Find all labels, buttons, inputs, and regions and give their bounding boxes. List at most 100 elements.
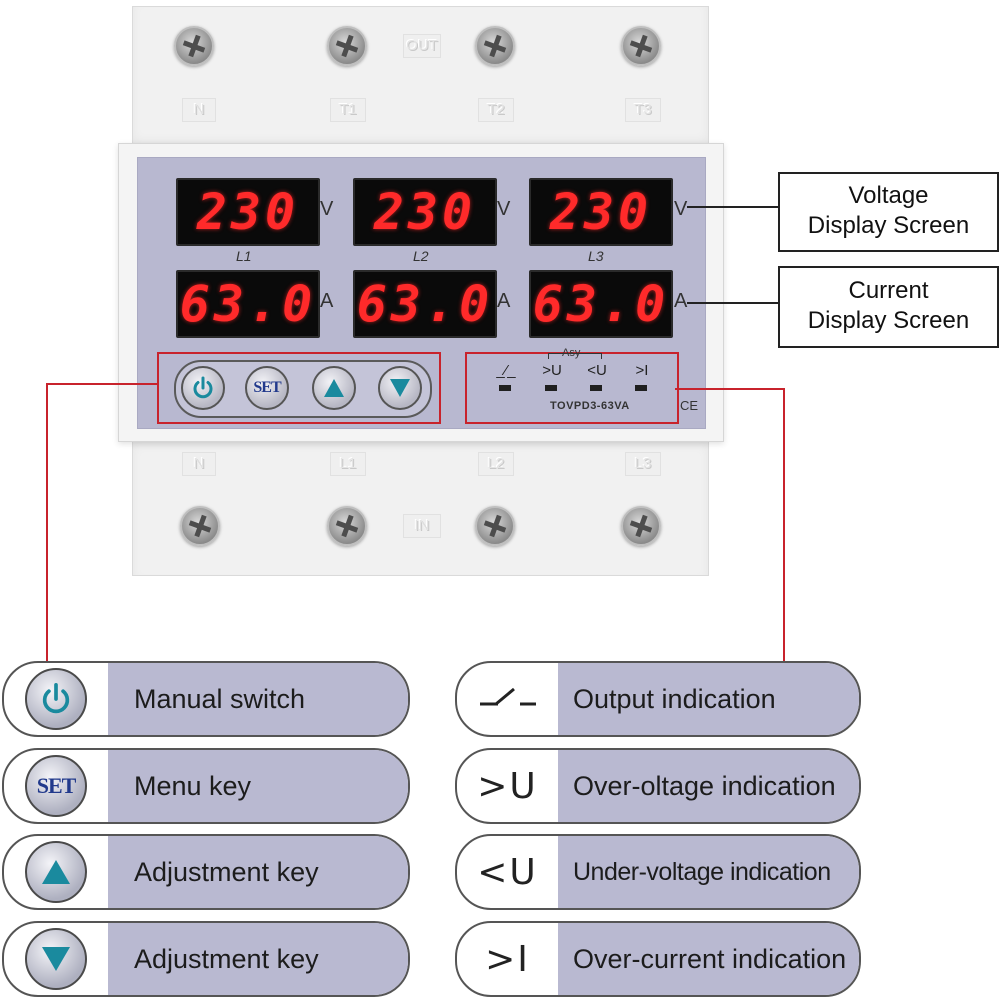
current-callout-line — [687, 302, 779, 304]
screw-icon — [327, 26, 367, 66]
terminal-label: N — [182, 98, 216, 122]
callout-text: Voltage — [848, 182, 929, 209]
current-display-l3: 63.0 — [529, 270, 673, 338]
output-switch-icon — [479, 687, 536, 706]
asy-bracket — [548, 353, 602, 359]
in-label: IN — [403, 514, 441, 538]
legend-adjust-down: Adjustment key — [2, 921, 410, 997]
current-callout: Current Display Screen — [778, 266, 999, 348]
model-label: TOVPD3-63VA — [550, 400, 630, 412]
legend-icon-area: SET — [4, 750, 108, 822]
terminal-label: T3 — [625, 98, 661, 122]
bottom-terminal-block — [132, 438, 709, 576]
voltage-display-l1: 230 — [176, 178, 320, 246]
legend-over-current: >I Over-current indication — [455, 921, 861, 997]
phase-label-l1: L1 — [236, 248, 252, 264]
output-led — [499, 385, 511, 391]
under-voltage-led — [590, 385, 602, 391]
out-label: OUT — [403, 34, 441, 58]
under-voltage-indicator-label: <U — [587, 362, 607, 379]
legend-label: Adjustment key — [134, 857, 319, 887]
under-voltage-icon: <U — [477, 851, 538, 893]
legend-label: Adjustment key — [134, 944, 319, 974]
terminal-label: N — [182, 452, 216, 476]
legend-label: Menu key — [134, 771, 252, 801]
phase-label-l3: L3 — [588, 248, 604, 264]
phase-label-l2: L2 — [413, 248, 429, 264]
set-button[interactable]: SET — [245, 366, 289, 410]
legend-icon-area — [4, 923, 108, 995]
top-terminal-block — [132, 6, 709, 148]
screw-icon — [475, 506, 515, 546]
legend-icon-area: <U — [457, 836, 558, 908]
indicator-connector-line — [783, 388, 785, 661]
arrow-down-icon — [390, 379, 410, 397]
current-display-l1: 63.0 — [176, 270, 320, 338]
voltage-unit: V — [674, 198, 688, 220]
over-current-led — [635, 385, 647, 391]
legend-over-voltage: >U Over-oltage indication — [455, 748, 861, 824]
legend-tint — [108, 836, 408, 908]
legend-tint — [558, 750, 859, 822]
voltage-callout-line — [687, 206, 779, 208]
output-indicator-label: _⁄_ — [496, 362, 516, 379]
legend-manual-switch: Manual switch — [2, 661, 410, 737]
legend-label: Manual switch — [134, 684, 306, 714]
button-connector-line — [46, 383, 48, 661]
legend-tint — [108, 663, 408, 735]
down-button-graphic — [25, 928, 87, 990]
legend-tint — [558, 836, 859, 908]
over-voltage-led — [545, 385, 557, 391]
arrow-down-icon — [42, 947, 70, 971]
button-connector-line — [46, 383, 158, 385]
screw-icon — [475, 26, 515, 66]
terminal-label: T2 — [478, 98, 514, 122]
over-current-icon: >I — [485, 938, 530, 980]
legend-label: Output indication — [573, 684, 776, 714]
callout-text: Current — [848, 277, 929, 304]
screw-icon — [621, 506, 661, 546]
indicator-connector-line — [675, 388, 785, 390]
screw-icon — [621, 26, 661, 66]
button-group-highlight — [157, 352, 441, 424]
legend-label: Under-voltage indication — [573, 858, 831, 886]
terminal-label: L3 — [625, 452, 661, 476]
legend-under-voltage: <U Under-voltage indication — [455, 834, 861, 910]
over-voltage-indicator-label: >U — [542, 362, 562, 379]
legend-icon-area: >I — [457, 923, 558, 995]
current-unit: A — [674, 290, 688, 312]
voltage-display-l2: 230 — [353, 178, 497, 246]
legend-menu-key: SET Menu key — [2, 748, 410, 824]
legend-tint — [108, 923, 408, 995]
voltage-display-l3: 230 — [529, 178, 673, 246]
power-icon — [42, 682, 70, 714]
ce-mark: CE — [680, 398, 699, 413]
legend-tint — [558, 663, 859, 735]
voltage-callout: Voltage Display Screen — [778, 172, 999, 252]
legend-tint — [558, 923, 859, 995]
voltage-unit: V — [320, 198, 334, 220]
legend-icon-area — [4, 663, 108, 735]
arrow-up-icon — [324, 379, 344, 397]
screw-icon — [174, 26, 214, 66]
arrow-up-icon — [42, 860, 70, 884]
legend-label: Over-current indication — [573, 944, 847, 974]
set-icon: SET — [253, 379, 281, 396]
terminal-label: L2 — [478, 452, 514, 476]
screw-icon — [327, 506, 367, 546]
legend-icon-area — [4, 836, 108, 908]
power-button[interactable] — [181, 366, 225, 410]
callout-text: Display Screen — [807, 212, 970, 239]
legend-output-indication: Output indication — [455, 661, 861, 737]
legend-icon-area: >U — [457, 750, 558, 822]
screw-icon — [180, 506, 220, 546]
set-button-graphic: SET — [25, 755, 87, 817]
current-unit: A — [320, 290, 334, 312]
voltage-unit: V — [497, 198, 511, 220]
over-voltage-icon: >U — [477, 765, 538, 807]
power-button-graphic — [25, 668, 87, 730]
up-button[interactable] — [312, 366, 356, 410]
down-button[interactable] — [378, 366, 422, 410]
power-icon — [193, 376, 213, 399]
current-unit: A — [497, 290, 511, 312]
